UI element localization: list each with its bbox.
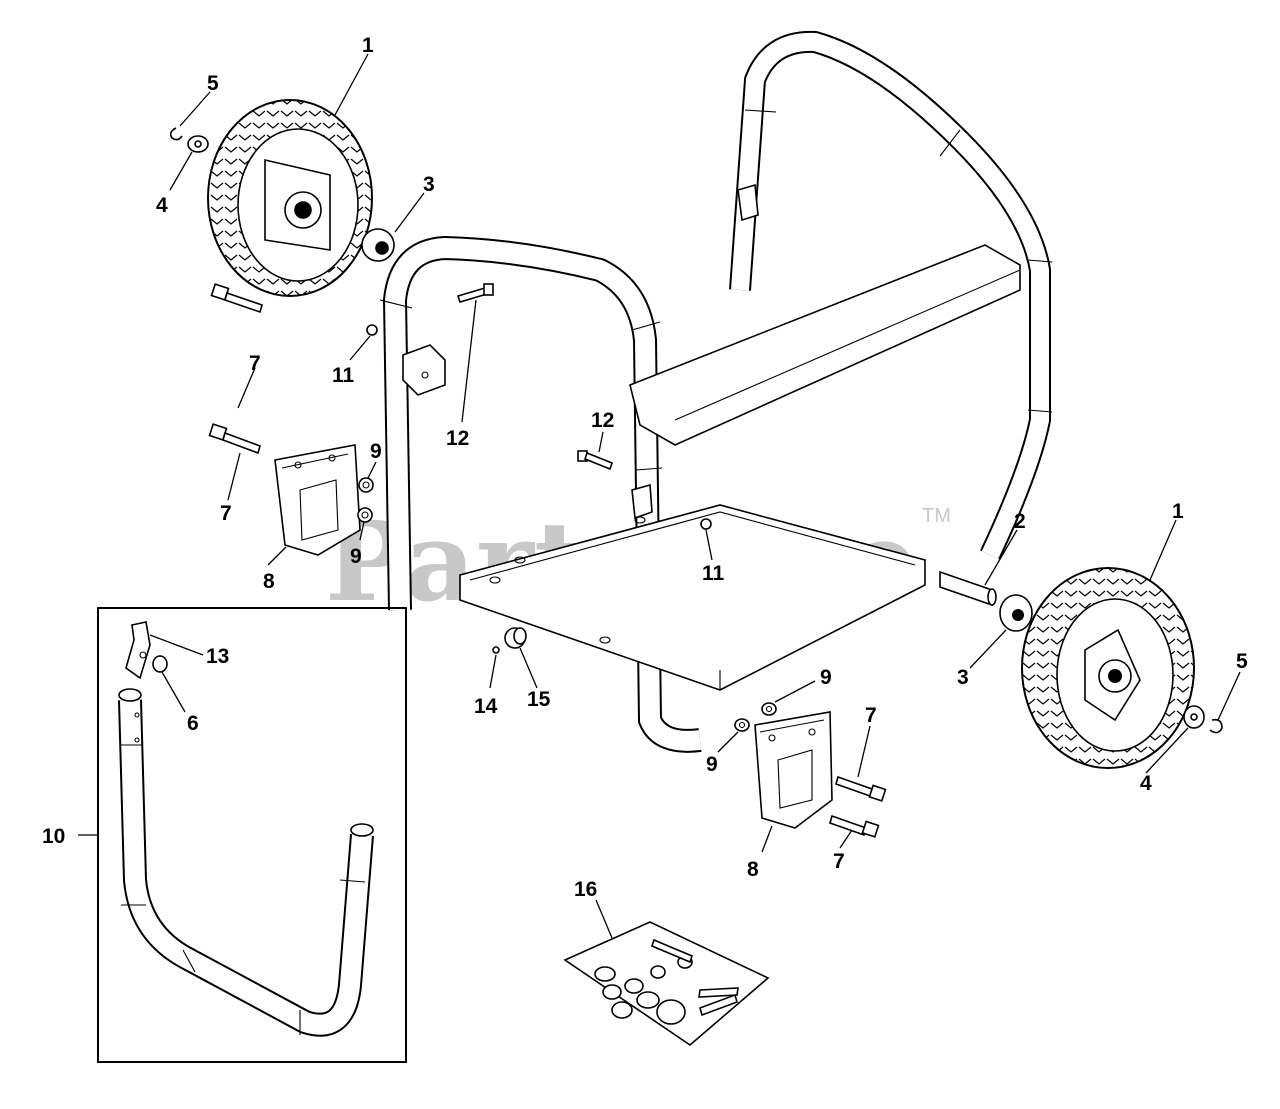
nut-right-a	[761, 702, 777, 716]
latch	[125, 621, 151, 680]
bracket-bolt-center	[577, 450, 613, 471]
spacer-right	[999, 594, 1033, 632]
callout-nut-right-b: 9	[706, 753, 718, 776]
bolt-left-a	[210, 283, 263, 314]
callout-bolt-right-a: 7	[865, 704, 877, 727]
callout-nut-left-a: 9	[370, 440, 382, 463]
nut-left-b	[357, 507, 373, 523]
callout-bracket-bolt-center: 12	[591, 409, 614, 432]
watermark-trademark: TM	[922, 505, 951, 527]
callout-bracket-bolt-left: 12	[446, 427, 469, 450]
callout-wheel-top: 1	[362, 34, 374, 57]
hardware-bag	[563, 921, 770, 1047]
callout-spacer-top: 3	[423, 173, 435, 196]
locknut-left	[366, 324, 378, 336]
washer-right	[1183, 705, 1205, 729]
nut-left-a	[358, 477, 374, 493]
callout-bolt-right-b: 7	[833, 850, 845, 873]
handle	[118, 688, 374, 1037]
clip-right	[1209, 718, 1223, 734]
callout-washer-right: 4	[1140, 772, 1152, 795]
callout-wheel-right: 1	[1172, 500, 1184, 523]
callout-latch: 13	[206, 645, 229, 668]
bracket-bolt-left	[456, 283, 494, 303]
callout-locknut-left: 11	[332, 364, 355, 387]
axle	[939, 570, 997, 607]
callout-bolt-left-a: 7	[249, 352, 261, 375]
callout-axle: 2	[1014, 510, 1026, 533]
callout-hardware-bag: 16	[574, 878, 597, 901]
bolt-right-a	[835, 775, 887, 802]
callout-spacer-right: 3	[957, 666, 969, 689]
washer-top	[187, 135, 209, 153]
callout-plug: 15	[527, 688, 551, 711]
plug	[504, 627, 527, 649]
callout-cap: 6	[187, 712, 199, 735]
foot-right	[754, 711, 833, 829]
wheel-top-left	[207, 99, 373, 297]
callout-locknut-center: 11	[702, 562, 725, 585]
callout-foot-left: 8	[263, 570, 275, 593]
spacer-top	[361, 228, 395, 262]
clip-top	[169, 127, 183, 141]
wheel-right	[1021, 567, 1195, 769]
callout-foot-right: 8	[747, 858, 759, 881]
leader-lines	[78, 53, 1241, 939]
cap	[152, 655, 168, 673]
callouts: 1 1 2 3 3 4 4 5 5 6 7 7 7 7 8 8 9 9 9 9 …	[42, 34, 1248, 901]
callout-nut-left-b: 9	[350, 545, 362, 568]
callout-clip-top: 5	[207, 72, 219, 95]
callout-handle-kit: 10	[42, 825, 65, 848]
nut-right-b	[734, 718, 750, 732]
callout-bolt-left-b: 7	[220, 502, 232, 525]
screw	[492, 646, 500, 654]
foot-left	[274, 444, 361, 556]
frame	[379, 30, 1053, 753]
callout-clip-right: 5	[1236, 650, 1248, 673]
callout-washer-top: 4	[156, 194, 168, 217]
locknut-center	[700, 518, 712, 530]
bolt-right-b	[829, 814, 880, 838]
callout-screw: 14	[474, 695, 498, 718]
bolt-left-b	[208, 423, 261, 455]
callout-nut-right-a: 9	[820, 666, 832, 689]
